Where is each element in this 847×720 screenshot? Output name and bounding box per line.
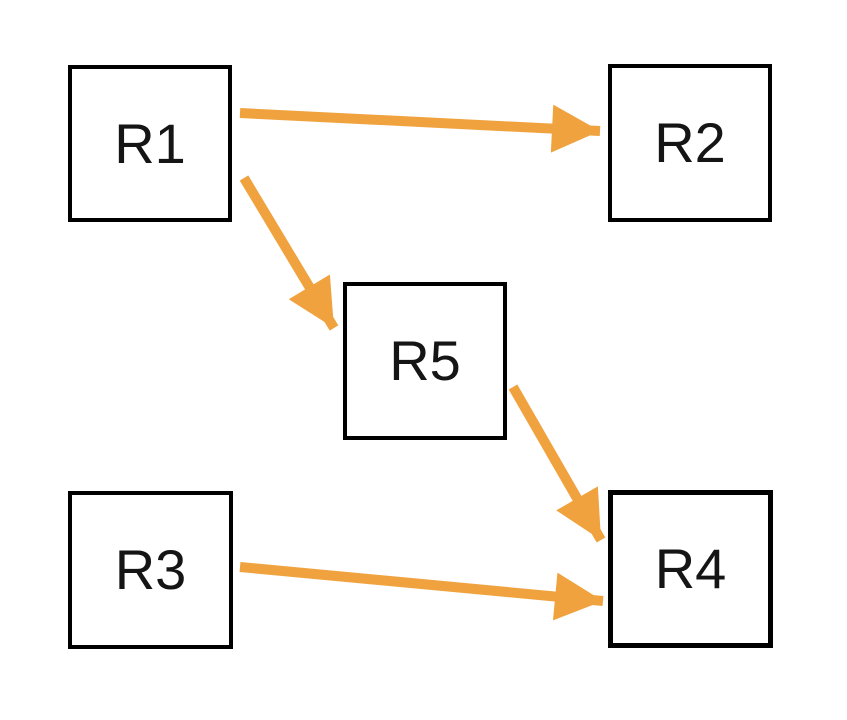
node-r3-label: R3 bbox=[114, 538, 187, 601]
edge-r1-r2-arrow bbox=[239, 104, 601, 153]
node-r4-label: R4 bbox=[654, 537, 727, 600]
node-r5: R5 bbox=[343, 282, 507, 440]
node-r1-label: R1 bbox=[114, 111, 186, 175]
node-r4: R4 bbox=[608, 490, 773, 648]
node-r1: R1 bbox=[68, 65, 232, 222]
node-r3: R3 bbox=[68, 491, 233, 649]
edge-r3-r4-arrow bbox=[239, 562, 604, 621]
edge-r1-r5-arrow bbox=[239, 175, 339, 331]
node-r2: R2 bbox=[608, 64, 772, 222]
edge-r5-r4-arrow bbox=[508, 384, 606, 543]
node-r2-label: R2 bbox=[654, 111, 726, 174]
node-r5-label: R5 bbox=[389, 329, 461, 392]
